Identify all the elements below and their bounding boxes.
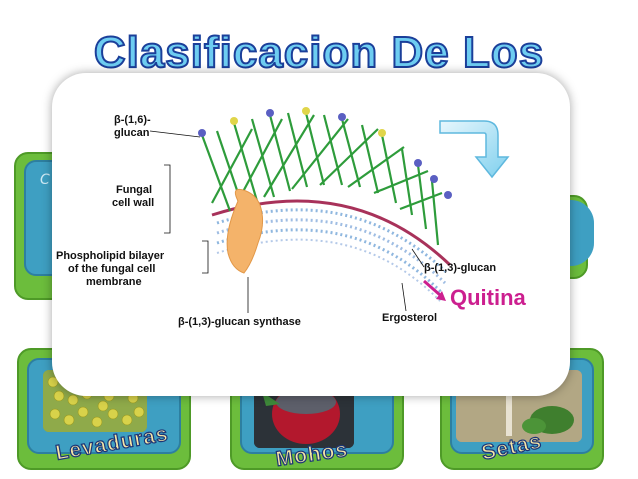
label-glucan-16-line2: glucan <box>114 127 150 139</box>
curved-arrow-icon <box>439 120 510 179</box>
phospholipid-bilayer <box>216 208 449 302</box>
slide-title: Clasificacion De Los <box>93 27 545 78</box>
label-ergosterol: Ergosterol <box>382 312 437 324</box>
quitina-arrow-icon <box>423 279 441 297</box>
left-panel-fragment: C <box>40 172 50 188</box>
label-quitina: Quitina <box>450 285 527 310</box>
label-phospholipid-line2: of the fungal cell <box>68 263 155 275</box>
fungal-cell-wall-diagram: β-(1,6)- glucan Fungal cell wall Phospho… <box>56 107 527 328</box>
label-glucan-13: β-(1,3)-glucan <box>424 262 496 274</box>
label-fungal-cell-wall-line1: Fungal <box>116 184 152 196</box>
glucan-fiber-mesh <box>200 112 443 246</box>
label-glucan-16-line1: β-(1,6)- <box>114 114 151 126</box>
mannoprotein-nodes <box>198 107 452 199</box>
label-phospholipid-line1: Phospholipid bilayer <box>56 250 165 262</box>
label-fungal-cell-wall-line2: cell wall <box>112 197 154 209</box>
fungal-cell-wall-diagram-card: β-(1,6)- glucan Fungal cell wall Phospho… <box>52 73 570 396</box>
label-phospholipid-line3: membrane <box>86 276 142 288</box>
glucan-synthase-enzyme <box>226 188 264 274</box>
label-glucan-synthase: β-(1,3)-glucan synthase <box>178 316 301 328</box>
